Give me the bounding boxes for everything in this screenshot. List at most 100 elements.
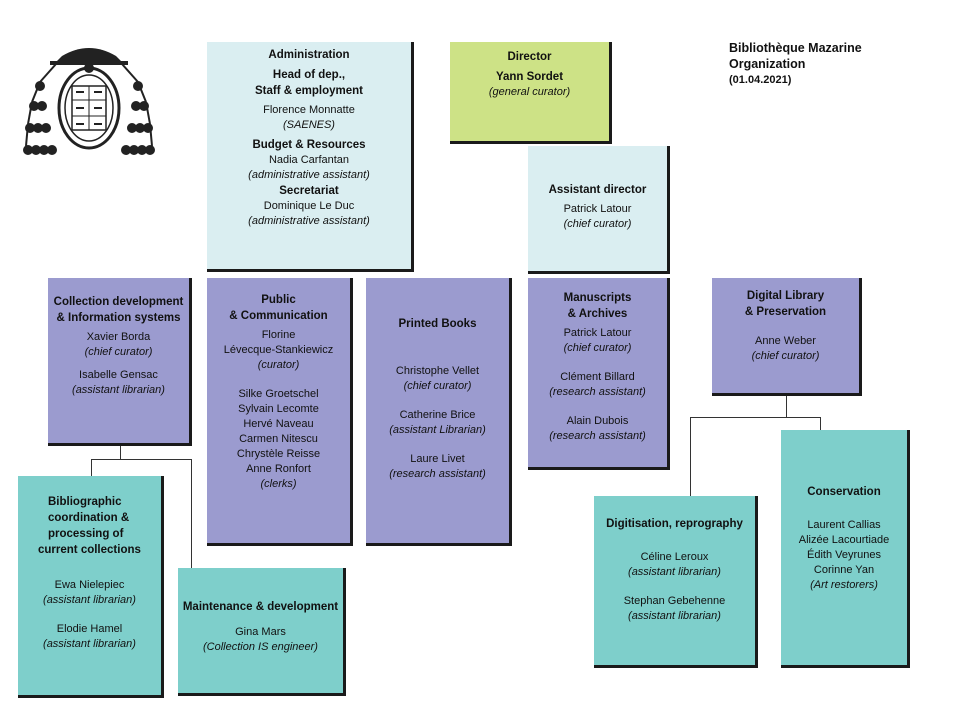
bibliographic-title-1: Bibliographic — [48, 496, 122, 508]
connector-to-conservation — [820, 417, 821, 431]
printed-books-name-3: Laure Livet — [410, 453, 465, 465]
printed-books-role-3: (research assistant) — [389, 468, 486, 480]
maintenance-box: Maintenance & development Gina Mars (Col… — [178, 568, 346, 696]
connector-to-maintenance — [191, 459, 192, 569]
director-name: Yann Sordet — [495, 71, 564, 83]
manuscripts-role-1: (chief curator) — [563, 342, 632, 354]
manuscripts-name-2: Clément Billard — [560, 371, 635, 383]
bibliographic-title-2: coordination & — [48, 512, 130, 524]
director-role: (general curator) — [488, 86, 571, 98]
hr-role: (SAENES) — [283, 119, 335, 131]
title-date: (01.04.2021) — [729, 74, 792, 86]
clerk-name: Chrystèle Reisse — [236, 448, 321, 460]
digital-title-1: Digital Library — [746, 290, 825, 302]
assistant-director-box: Assistant director Patrick Latour (chief… — [528, 146, 670, 274]
public-title-1: Public — [261, 294, 296, 306]
printed-books-name-2: Catherine Brice — [399, 409, 476, 421]
connector-digital-to-sub — [786, 395, 787, 417]
digital-name: Anne Weber — [755, 335, 816, 347]
secretariat-role: (administrative assistant) — [248, 215, 370, 227]
conservation-role: (Art restorers) — [810, 579, 878, 591]
manuscripts-role-3: (research assistant) — [549, 430, 646, 442]
collection-name-1: Xavier Borda — [86, 331, 151, 343]
bibliographic-role-2: (assistant librarian) — [43, 638, 136, 650]
connector-to-bibliographic — [91, 459, 92, 476]
coat-of-arms-icon — [22, 42, 156, 162]
collection-role-2: (assistant librarian) — [72, 384, 165, 396]
manuscripts-box: Manuscripts & Archives Patrick Latour (c… — [528, 278, 670, 470]
maintenance-title: Maintenance & development — [182, 601, 339, 613]
budget-name: Nadia Carfantan — [268, 154, 350, 166]
collection-role-1: (chief curator) — [84, 346, 153, 358]
printed-books-role-1: (chief curator) — [403, 380, 472, 392]
administration-title: Administration — [268, 49, 350, 61]
printed-books-box: Printed Books Christophe Vellet (chief c… — [366, 278, 512, 546]
digitisation-name-1: Céline Leroux — [640, 551, 709, 563]
director-box: Director Yann Sordet (general curator) — [450, 42, 612, 144]
title-line-2: Organization — [729, 57, 806, 71]
digitisation-role-2: (assistant librarian) — [628, 610, 721, 622]
bibliographic-box: Bibliographic coordination & processing … — [18, 476, 164, 698]
assistant-director-role: (chief curator) — [563, 218, 632, 230]
manuscripts-name-3: Alain Dubois — [566, 415, 629, 427]
clerks-role: (clerks) — [260, 478, 297, 490]
bibliographic-name-2: Elodie Hamel — [56, 623, 123, 635]
public-communication-box: Public & Communication Florine Lévecque-… — [207, 278, 353, 546]
collection-title-2: & Information systems — [56, 312, 181, 324]
conservation-box: Conservation Laurent Callias Alizée Laco… — [781, 430, 910, 668]
digital-role: (chief curator) — [751, 350, 820, 362]
conservation-title: Conservation — [807, 486, 881, 498]
conservator-name: Laurent Callias — [807, 519, 881, 531]
bibliographic-name-1: Ewa Nielepiec — [54, 579, 125, 591]
secretariat-name: Dominique Le Duc — [263, 200, 355, 212]
digitisation-name-2: Stephan Gebehenne — [623, 595, 726, 607]
budget-role: (administrative assistant) — [248, 169, 370, 181]
collection-name-2: Isabelle Gensac — [79, 369, 158, 381]
clerk-name: Sylvain Lecomte — [238, 403, 319, 415]
printed-books-title: Printed Books — [398, 318, 477, 330]
digital-title-2: & Preservation — [744, 306, 827, 318]
maintenance-role: (Collection IS engineer) — [203, 641, 318, 653]
digitisation-box: Digitisation, reprography Céline Leroux … — [594, 496, 758, 668]
public-name-1b: Lévecque-Stankiewicz — [223, 344, 334, 356]
printed-books-name-1: Christophe Vellet — [395, 365, 480, 377]
clerk-name: Silke Groetschel — [238, 388, 319, 400]
manuscripts-role-2: (research assistant) — [549, 386, 646, 398]
administration-box: Administration Head of dep., Staff & emp… — [207, 42, 414, 272]
conservator-name: Alizée Lacourtiade — [798, 534, 890, 546]
assistant-director-title: Assistant director — [548, 184, 647, 196]
collection-title-1: Collection development — [53, 296, 184, 308]
digitisation-role-1: (assistant librarian) — [628, 566, 721, 578]
manuscripts-title-1: Manuscripts — [563, 292, 632, 304]
budget-title: Budget & Resources — [252, 139, 366, 151]
hr-name: Florence Monnatte — [263, 104, 355, 116]
manuscripts-title-2: & Archives — [567, 308, 628, 320]
bibliographic-title-3: processing of — [48, 528, 124, 540]
connector-to-digitisation — [690, 417, 691, 496]
director-title: Director — [507, 51, 552, 63]
assistant-director-name: Patrick Latour — [563, 203, 632, 215]
clerk-name: Hervé Naveau — [243, 418, 314, 430]
public-role-1: (curator) — [257, 359, 300, 371]
conservator-name: Édith Veyrunes — [807, 549, 881, 561]
clerk-name: Carmen Nitescu — [239, 433, 318, 445]
hr-title-1: Head of dep., — [272, 69, 346, 81]
printed-books-role-2: (assistant Librarian) — [389, 424, 486, 436]
title-line-1: Bibliothèque Mazarine — [729, 41, 862, 55]
maintenance-name: Gina Mars — [235, 626, 286, 638]
digital-library-box: Digital Library & Preservation Anne Webe… — [712, 278, 862, 396]
bibliographic-role-1: (assistant librarian) — [43, 594, 136, 606]
connector-digital-branch — [690, 417, 821, 418]
clerk-name: Anne Ronfort — [246, 463, 311, 475]
collection-development-box: Collection development & Information sys… — [48, 278, 192, 446]
public-title-2: & Communication — [229, 310, 328, 322]
public-name-1a: Florine — [261, 329, 296, 341]
hr-title-2: Staff & employment — [255, 85, 363, 97]
connector-collection-to-sub — [120, 445, 121, 459]
chart-title: Bibliothèque Mazarine Organization (01.0… — [729, 40, 862, 88]
digitisation-title: Digitisation, reprography — [606, 518, 743, 530]
secretariat-title: Secretariat — [279, 185, 339, 197]
connector-collection-branch — [91, 459, 191, 460]
manuscripts-name-1: Patrick Latour — [563, 327, 632, 339]
conservator-name: Corinne Yan — [813, 564, 875, 576]
